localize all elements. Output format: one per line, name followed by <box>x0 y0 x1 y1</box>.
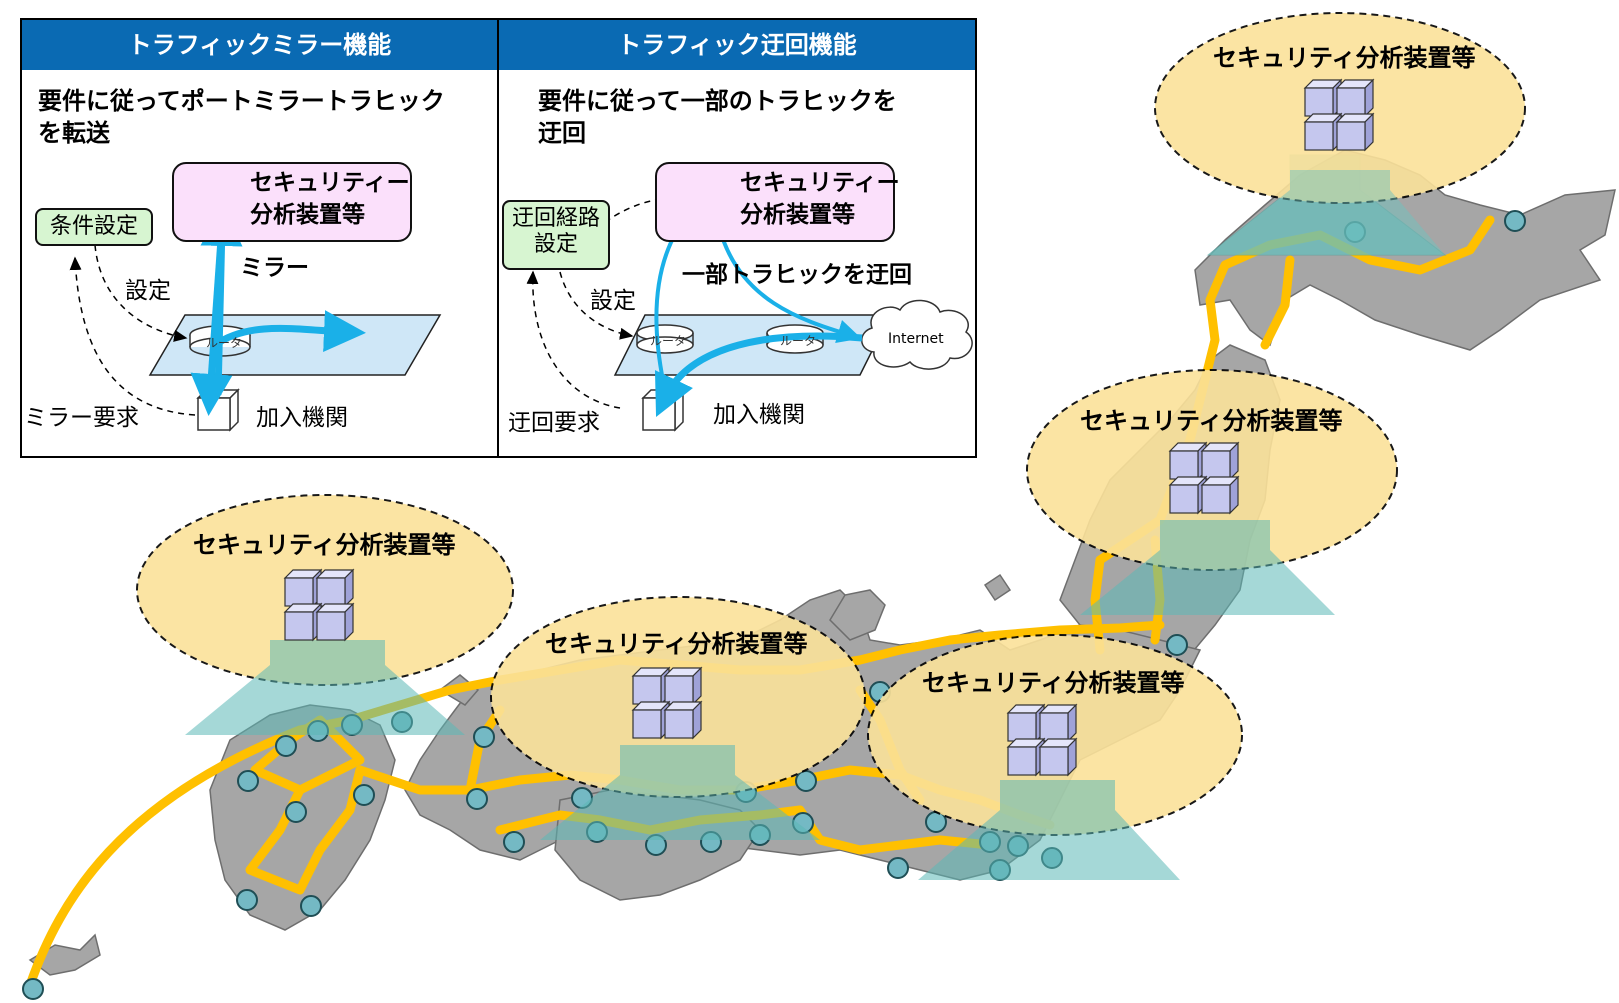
analyzer-label: セキュリティー <box>740 170 900 196</box>
mirror-panel-drawing <box>69 172 442 432</box>
network-node <box>887 857 909 879</box>
network-node <box>795 770 817 792</box>
detour-route-label: 迂回経路 <box>511 206 600 231</box>
router-label: ルータ <box>780 334 817 348</box>
setting-label: 設定 <box>590 288 636 314</box>
detour-request-label: 迂回要求 <box>508 410 600 436</box>
panel-description-cont: 迂回 <box>538 119 586 147</box>
condition-setting-box: 条件設定 <box>35 208 153 246</box>
subscriber-label: 加入機関 <box>256 405 348 431</box>
analysis-site-label: セキュリティ分析装置等 <box>193 531 456 559</box>
network-node <box>353 784 375 806</box>
mirror-request-label: ミラー要求 <box>24 405 139 431</box>
analyzer-label-cont: 分析装置等 <box>250 202 365 228</box>
security-analyzer-box <box>655 162 895 242</box>
internet-cloud-icon <box>861 299 973 370</box>
mirror-function-panel: トラフィックミラー機能 <box>20 18 499 458</box>
analyzer-cube-icon <box>633 668 701 738</box>
mirror-label: ミラー <box>240 255 309 281</box>
setting-arrow <box>94 244 188 342</box>
network-node <box>1504 210 1526 232</box>
analyzer-cube-icon <box>1008 705 1076 775</box>
internet-label: Internet <box>888 331 944 347</box>
network-node <box>466 788 488 810</box>
network-node <box>22 978 44 1000</box>
analysis-site-hokkaido <box>1154 12 1526 256</box>
setting-arrow <box>559 271 634 340</box>
analysis-site-label: セキュリティ分析装置等 <box>1213 44 1476 72</box>
detour-label: 一部トラヒックを迂回 <box>682 262 912 288</box>
analysis-site-label: セキュリティ分析装置等 <box>545 630 808 658</box>
upward-arrow <box>1080 520 1335 615</box>
setting-label: 設定 <box>125 278 171 304</box>
network-node <box>300 895 322 917</box>
router-label: ルータ <box>650 334 687 348</box>
network-node <box>503 831 525 853</box>
analyzer-label-cont: 分析装置等 <box>740 202 855 228</box>
network-node <box>473 726 495 748</box>
security-analyzer-box <box>172 162 412 242</box>
network-node <box>285 801 307 823</box>
panel-description: 要件に従ってポートミラートラヒック <box>38 87 445 115</box>
analysis-site-tohoku <box>1026 369 1398 615</box>
analyzer-cube-icon <box>1305 80 1373 150</box>
subscriber-label: 加入機関 <box>713 402 805 428</box>
upward-arrow <box>185 640 465 735</box>
condition-setting-label: 条件設定 <box>49 214 138 239</box>
network-node <box>1166 634 1188 656</box>
condition-request-arrow <box>69 256 196 416</box>
panel-description: 要件に従って一部のトラヒックを <box>538 87 897 115</box>
analysis-site-kanto <box>867 634 1243 880</box>
analyzer-label: セキュリティー <box>250 170 410 196</box>
upward-arrow <box>540 745 820 840</box>
panel-title: トラフィック迂回機能 <box>499 20 975 70</box>
analysis-site-kansai <box>490 596 866 840</box>
detour-route-label-cont: 設定 <box>533 232 578 258</box>
panel-description-cont: を転送 <box>38 119 110 147</box>
analysis-site-label: セキュリティ分析装置等 <box>922 669 1185 697</box>
detour-panel-drawing <box>526 172 973 432</box>
panel-title: トラフィックミラー機能 <box>22 20 497 70</box>
analyzer-cube-icon <box>285 570 353 640</box>
network-node <box>237 770 259 792</box>
network-node <box>236 889 258 911</box>
network-node <box>275 735 297 757</box>
analyzer-cube-icon <box>1170 443 1238 513</box>
detour-route-setting-box: 迂回経路 設定 <box>502 200 610 270</box>
upward-arrow <box>918 780 1180 880</box>
router-label: ルータ <box>206 336 243 350</box>
detour-function-panel: トラフィック迂回機能 <box>497 18 977 458</box>
analysis-site-kyushu <box>136 494 514 735</box>
router-icon <box>636 324 694 354</box>
analysis-site-label: セキュリティ分析装置等 <box>1080 407 1343 435</box>
